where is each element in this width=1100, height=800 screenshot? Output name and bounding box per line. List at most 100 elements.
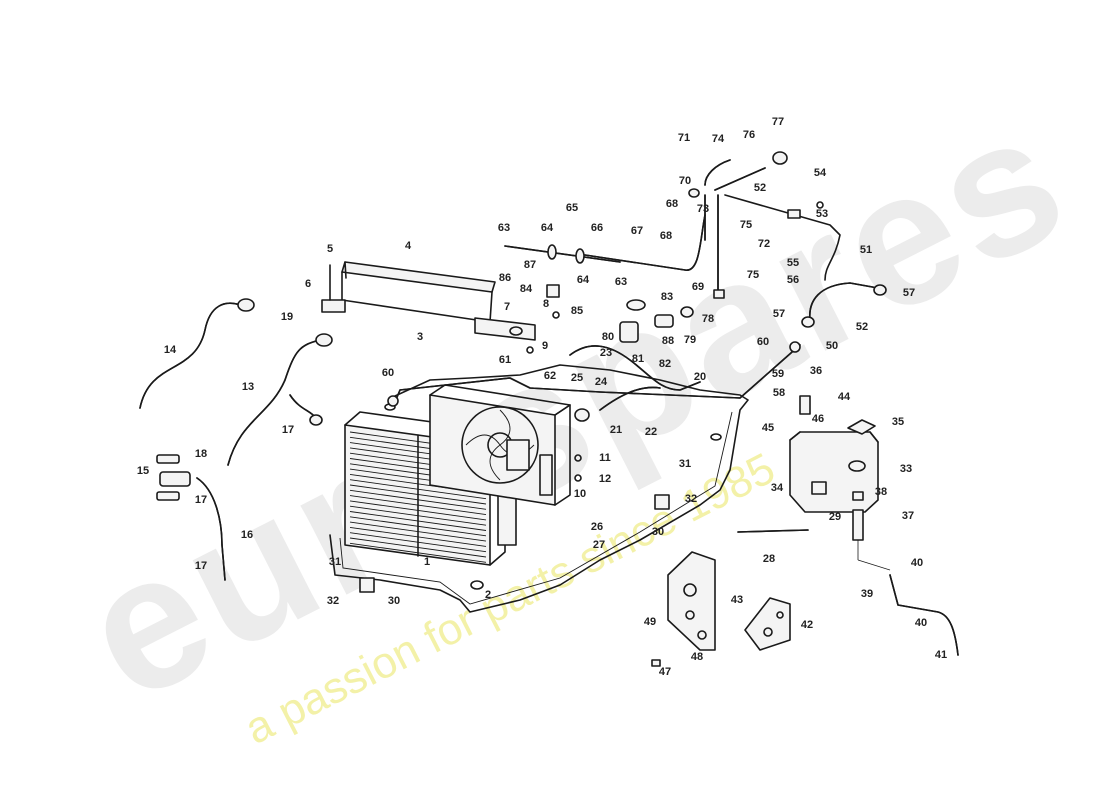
- callout-5: 5: [327, 243, 333, 255]
- hose-28: [737, 529, 809, 533]
- callout-64: 64: [541, 222, 554, 234]
- callout-2: 2: [485, 589, 491, 601]
- callout-21: 21: [610, 424, 622, 436]
- callout-82: 82: [659, 358, 671, 370]
- callout-31: 31: [679, 458, 691, 470]
- callout-60: 60: [757, 336, 769, 348]
- callout-16: 16: [241, 529, 253, 541]
- callout-65: 65: [566, 202, 578, 214]
- expansion-tank: [789, 419, 879, 541]
- callout-6: 6: [305, 278, 311, 290]
- callout-75: 75: [740, 219, 752, 231]
- callout-47: 47: [659, 666, 671, 678]
- callout-66: 66: [591, 222, 603, 234]
- callout-40: 40: [915, 617, 927, 629]
- mounting-bracket-43: [667, 551, 716, 651]
- callout-14: 14: [164, 344, 177, 356]
- callout-45: 45: [762, 422, 774, 434]
- hose-55-56: [801, 282, 887, 328]
- callout-84: 84: [520, 283, 533, 295]
- callout-68: 68: [666, 198, 678, 210]
- tee-fitting-15: [156, 454, 191, 501]
- callout-17: 17: [282, 424, 294, 436]
- callout-36: 36: [810, 365, 822, 377]
- callout-4: 4: [405, 240, 412, 252]
- watermark-brand: eurospares: [52, 69, 1097, 741]
- callout-57: 57: [773, 308, 785, 320]
- callout-7: 7: [504, 301, 510, 313]
- mounting-bracket-42: [744, 597, 791, 651]
- callout-19: 19: [281, 311, 293, 323]
- callout-42: 42: [801, 619, 813, 631]
- callout-70: 70: [679, 175, 691, 187]
- callout-15: 15: [137, 465, 149, 477]
- callout-68: 68: [660, 230, 672, 242]
- callout-63: 63: [615, 276, 627, 288]
- callout-12: 12: [599, 473, 611, 485]
- hose-clips-19: [237, 298, 333, 426]
- hose-39-41: [857, 540, 959, 656]
- callout-74: 74: [712, 133, 725, 145]
- hose-14: [139, 302, 241, 409]
- callout-11: 11: [599, 452, 611, 464]
- callout-59: 59: [772, 368, 784, 380]
- callout-39: 39: [861, 588, 873, 600]
- callout-73: 73: [697, 203, 709, 215]
- callout-8: 8: [543, 298, 549, 310]
- callout-61: 61: [499, 354, 511, 366]
- callout-20: 20: [694, 371, 706, 383]
- callout-69: 69: [692, 281, 704, 293]
- callout-76: 76: [743, 129, 755, 141]
- callout-64: 64: [577, 274, 590, 286]
- callout-30: 30: [652, 526, 664, 538]
- callout-31: 31: [329, 556, 341, 568]
- callout-52: 52: [754, 182, 766, 194]
- callout-43: 43: [731, 594, 743, 606]
- callout-18: 18: [195, 448, 207, 460]
- callout-80: 80: [602, 331, 614, 343]
- callout-10: 10: [574, 488, 586, 500]
- callout-25: 25: [571, 372, 583, 384]
- callout-75: 75: [747, 269, 759, 281]
- callout-32: 32: [685, 493, 697, 505]
- callout-49: 49: [644, 616, 656, 628]
- pipe-assembly-upper: [504, 214, 706, 271]
- callout-33: 33: [900, 463, 912, 475]
- callout-24: 24: [595, 376, 608, 388]
- callout-51: 51: [860, 244, 872, 256]
- callout-23: 23: [600, 347, 612, 359]
- callout-87: 87: [524, 259, 536, 271]
- callout-28: 28: [763, 553, 775, 565]
- pipe-assembly-top: [688, 151, 841, 299]
- callout-41: 41: [935, 649, 947, 661]
- callout-60: 60: [382, 367, 394, 379]
- callout-72: 72: [758, 238, 770, 250]
- callout-9: 9: [542, 340, 548, 352]
- callout-81: 81: [632, 353, 644, 365]
- callout-38: 38: [875, 486, 887, 498]
- callout-62: 62: [544, 370, 556, 382]
- callout-86: 86: [499, 272, 511, 284]
- callout-17: 17: [195, 560, 207, 572]
- callout-26: 26: [591, 521, 603, 533]
- callout-77: 77: [772, 116, 784, 128]
- hose-16: [196, 477, 226, 581]
- callout-44: 44: [838, 391, 851, 403]
- callout-34: 34: [771, 482, 784, 494]
- callout-27: 27: [593, 539, 605, 551]
- callout-50: 50: [826, 340, 838, 352]
- callout-35: 35: [892, 416, 904, 428]
- callout-48: 48: [691, 651, 703, 663]
- callout-67: 67: [631, 225, 643, 237]
- fan-cowl: [429, 384, 571, 506]
- callout-1: 1: [424, 556, 430, 568]
- callout-78: 78: [702, 313, 714, 325]
- hose-20-22: [569, 299, 701, 422]
- callout-52: 52: [856, 321, 868, 333]
- callout-54: 54: [814, 167, 827, 179]
- pipe-59: [387, 341, 801, 407]
- callout-22: 22: [645, 426, 657, 438]
- callout-63: 63: [498, 222, 510, 234]
- callout-40: 40: [911, 557, 923, 569]
